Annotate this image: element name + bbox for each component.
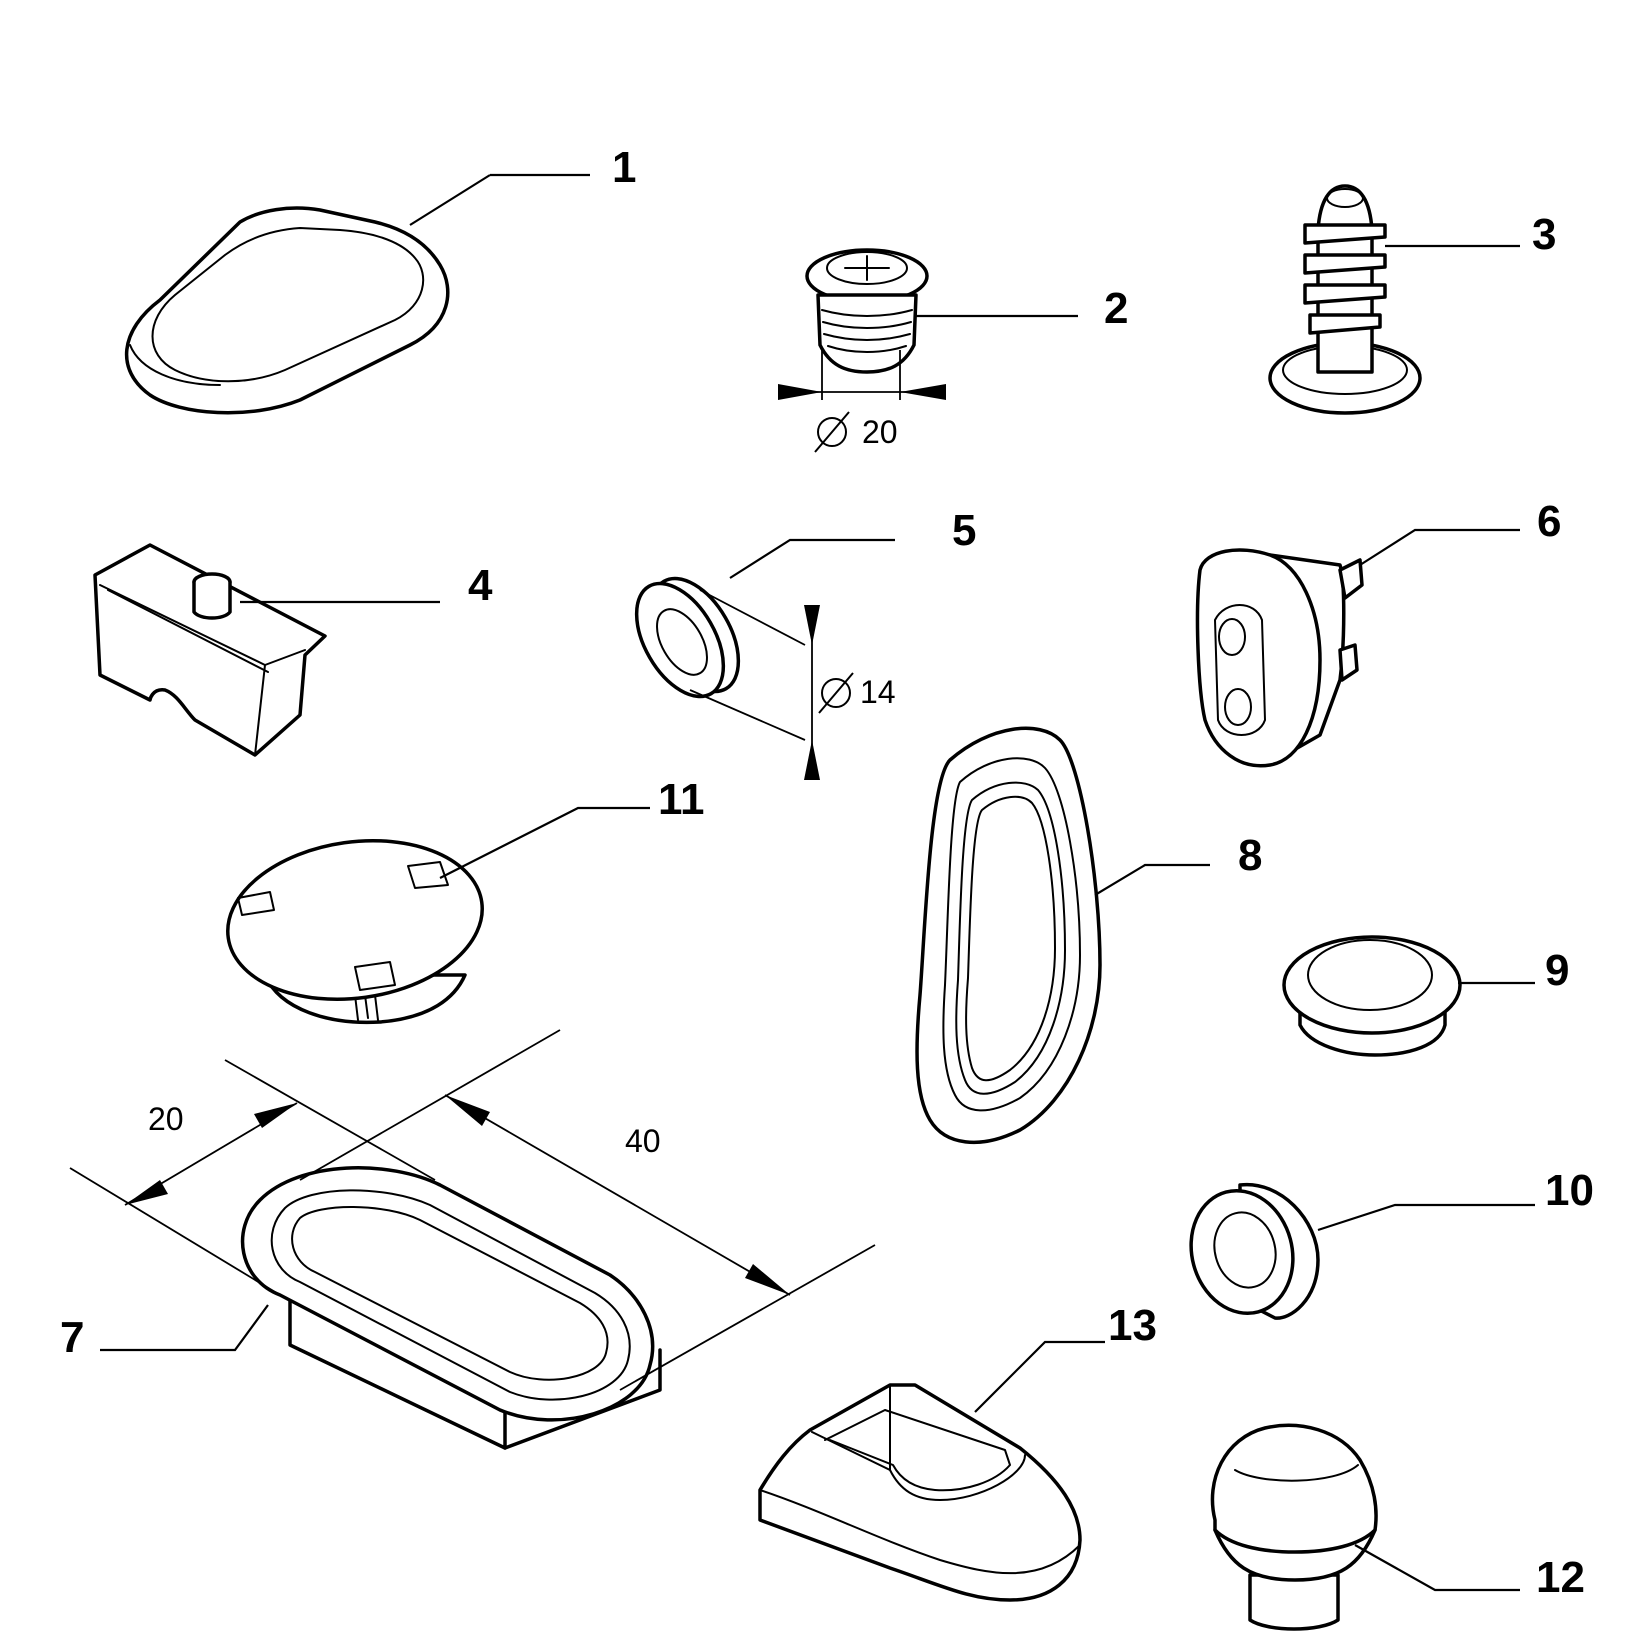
part-9-round-cap [1282, 935, 1535, 1057]
part-5-grommet [634, 538, 895, 780]
dimension-part-5-diameter: 14 [860, 674, 896, 710]
part-8-teardrop-grommet [915, 726, 1210, 1144]
part-2-threaded-plug [778, 248, 1078, 453]
callout-1: 1 [612, 143, 636, 192]
callout-6: 6 [1537, 497, 1561, 546]
callout-12: 12 [1536, 1553, 1585, 1602]
part-12-mushroom-plug [1210, 1423, 1520, 1631]
dimension-part-7-width: 20 [148, 1101, 184, 1137]
part-7-large-oval-plug [69, 1029, 876, 1450]
callout-4: 4 [468, 561, 493, 610]
callout-13: 13 [1108, 1301, 1157, 1350]
callout-3: 3 [1532, 210, 1556, 259]
part-3-fir-tree-clip [1268, 184, 1520, 415]
part-6-double-hole-plug [1195, 528, 1520, 768]
dimension-part-7-length: 40 [625, 1123, 661, 1159]
part-1-oval-plug [124, 173, 590, 415]
dimension-part-2-diameter: 20 [862, 414, 898, 450]
part-10-small-grommet [1189, 1182, 1535, 1320]
callout-8: 8 [1238, 831, 1262, 880]
callout-7: 7 [60, 1313, 84, 1362]
callout-11: 11 [658, 775, 705, 824]
part-4-rectangular-block [93, 543, 440, 757]
part-13-cup-clip [758, 1340, 1105, 1602]
part-11-round-clip-plug [226, 806, 650, 1025]
callout-5: 5 [952, 506, 976, 555]
callout-10: 10 [1545, 1166, 1594, 1215]
callout-2: 2 [1104, 284, 1128, 333]
callout-9: 9 [1545, 946, 1569, 995]
